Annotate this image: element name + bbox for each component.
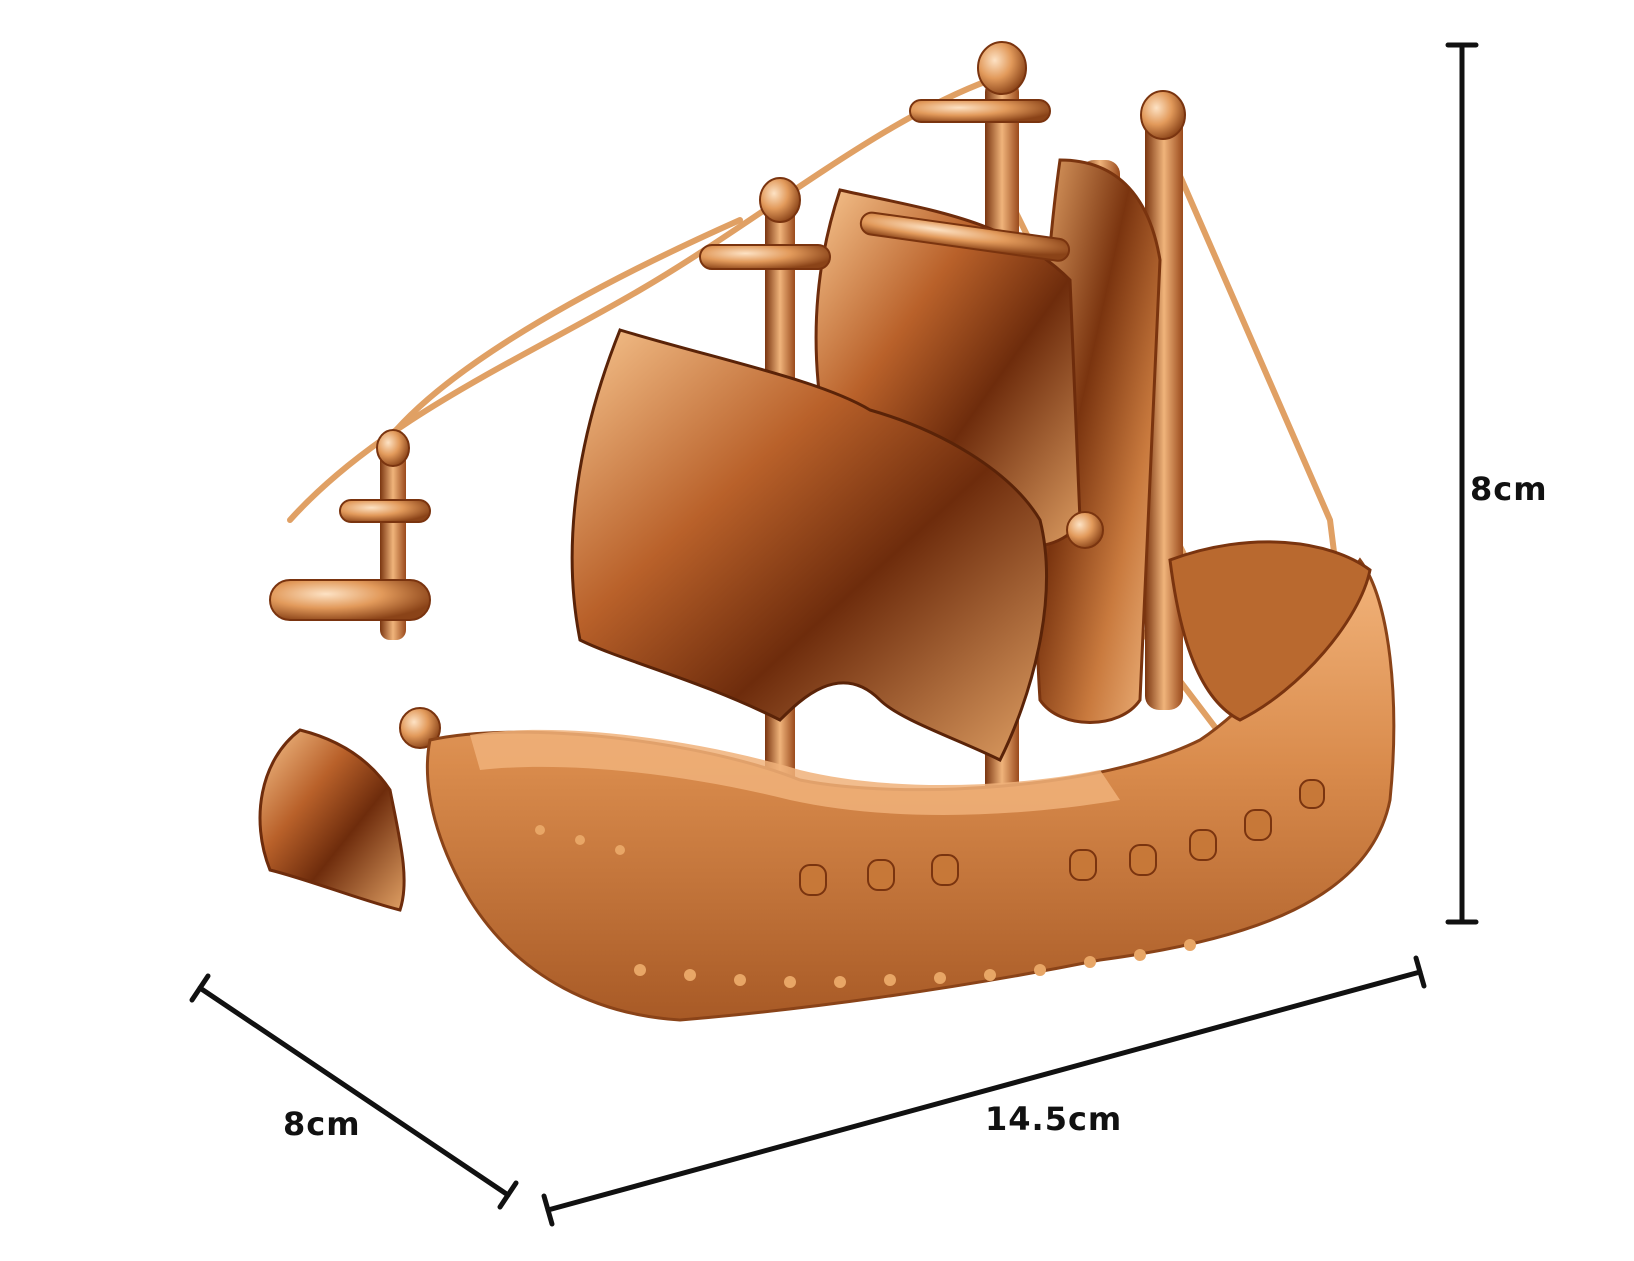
height-label: 8cm <box>1470 470 1548 508</box>
yards <box>269 99 1071 621</box>
portholes <box>799 779 1325 896</box>
sails <box>258 158 1162 912</box>
width-label: 14.5cm <box>985 1100 1123 1138</box>
height-dimension-line <box>1445 42 1479 925</box>
rivets <box>535 825 1196 988</box>
hull <box>425 540 1396 1022</box>
ship-figurine <box>258 41 1396 1022</box>
dimension-lines <box>189 42 1479 1227</box>
width-dimension-line <box>541 955 1427 1227</box>
mast-knobs <box>376 41 1186 749</box>
depth-label: 8cm <box>283 1105 361 1143</box>
depth-dimension-line <box>189 973 519 1210</box>
